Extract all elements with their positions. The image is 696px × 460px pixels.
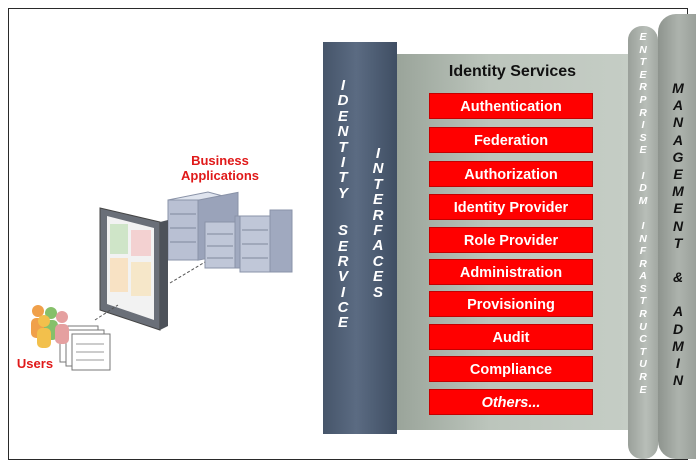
service-provisioning: Provisioning [429, 291, 593, 317]
service-federation: Federation [429, 127, 593, 153]
business-applications-label: Business Applications [180, 153, 259, 183]
enterprise-idm-column [628, 26, 658, 459]
illustration [31, 191, 293, 371]
server-stack-icon [167, 191, 293, 273]
identity-services-panel: Identity Services Authentication Federat… [397, 54, 628, 430]
identity-services-vertical-text: I D E N T I T Y S E R V I C E [337, 77, 349, 332]
service-role-provider: Role Provider [429, 227, 593, 253]
service-administration: Administration [429, 259, 593, 285]
service-identity-provider: Identity Provider [429, 194, 593, 220]
service-others: Others... [429, 389, 593, 415]
enterprise-idm-vertical-text: E N T E R P R I S E I D M I N F R A S T … [638, 31, 648, 396]
documents-icon [59, 325, 111, 371]
interfaces-vertical-text: I N T E R F A C E S [372, 145, 384, 301]
service-authorization: Authorization [429, 161, 593, 187]
service-compliance: Compliance [429, 356, 593, 382]
service-audit: Audit [429, 324, 593, 350]
users-icon [31, 305, 69, 348]
monitor-icon [99, 207, 168, 331]
management-admin-column [658, 14, 696, 459]
panel-title: Identity Services [448, 63, 577, 80]
management-admin-vertical-text: M A N A G E M E N T & A D M I N [672, 80, 684, 389]
service-authentication: Authentication [429, 93, 593, 119]
users-label: Users [16, 356, 54, 371]
identity-services-column [323, 42, 397, 434]
